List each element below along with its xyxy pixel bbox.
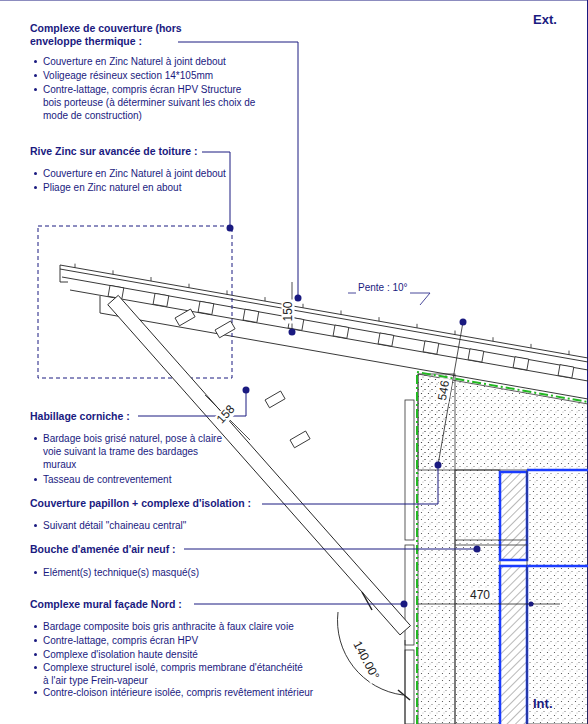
bullet xyxy=(34,625,37,628)
bullet xyxy=(34,691,37,694)
standing-seam xyxy=(265,297,266,301)
standing-seam xyxy=(531,344,532,348)
callout-item: Contre-cloison intérieure isolée, compri… xyxy=(43,686,363,699)
callout-item: Complexe d'isolation haute densité xyxy=(43,648,363,661)
counter-batten xyxy=(378,333,394,346)
callout-item: Bardage composite bois gris anthracite à… xyxy=(43,620,363,633)
standing-seam xyxy=(455,331,456,335)
callout-item: Suivant détail "chaineau central" xyxy=(43,519,303,532)
standing-seam xyxy=(493,337,494,341)
batten xyxy=(265,391,285,408)
bullet xyxy=(34,88,37,91)
callout-item: Contre-lattage, compris écran HPV Struct… xyxy=(43,83,258,122)
standing-seam xyxy=(303,304,304,308)
bullet xyxy=(34,437,37,440)
counter-batten xyxy=(423,341,439,354)
dimension: 158 xyxy=(213,401,239,427)
callout-item: Bardage bois grisé naturel, pose à clair… xyxy=(43,432,223,471)
side-label: Int. xyxy=(533,697,553,710)
standing-seam xyxy=(75,264,76,268)
batten xyxy=(215,321,235,338)
callout-heading: Complexe mural façade Nord : xyxy=(30,598,230,611)
bullet xyxy=(34,571,37,574)
counter-batten xyxy=(558,365,574,378)
slope-label: Pente : 10° xyxy=(356,281,410,294)
batten xyxy=(290,431,310,448)
bullet xyxy=(34,478,37,481)
counter-batten xyxy=(333,325,349,338)
dimension: 470 xyxy=(468,589,492,602)
callout-heading: Rive Zinc sur avancée de toiture : xyxy=(30,145,270,158)
counter-batten xyxy=(243,309,259,322)
callout-heading: Couverture papillon + complexe d'isolati… xyxy=(30,497,290,510)
standing-seam xyxy=(113,270,114,274)
bullet xyxy=(34,524,37,527)
batten xyxy=(175,309,195,326)
bullet xyxy=(34,653,37,656)
callout-heading: Complexe de couverture (hors enveloppe t… xyxy=(30,22,200,48)
bullet xyxy=(34,60,37,63)
callout-item: Pliage en Zinc naturel en about xyxy=(43,181,283,194)
side-label: Ext. xyxy=(533,13,557,26)
counter-batten xyxy=(198,301,214,314)
callout-heading: Bouche d'amenée d'air neuf : xyxy=(30,543,230,556)
callout-item: Elément(s) technique(s) masqué(s) xyxy=(43,566,303,579)
bullet xyxy=(34,74,37,77)
counter-batten xyxy=(513,357,529,370)
standing-seam xyxy=(227,290,228,294)
callout-item: Complexe structurel isolé, compris membr… xyxy=(43,661,305,687)
callout-item: Contre-lattage, compris écran HPV xyxy=(43,634,363,647)
standing-seam xyxy=(417,324,418,328)
bullet xyxy=(34,666,37,669)
standing-seam xyxy=(151,277,152,281)
standing-seam xyxy=(189,284,190,288)
counter-batten xyxy=(153,293,169,306)
bullet xyxy=(34,172,37,175)
callout-heading: Habillage corniche : xyxy=(30,410,180,423)
counter-batten xyxy=(468,349,484,362)
angle-dimension: 140.00° xyxy=(350,637,383,683)
callout-item: Couverture en Zinc Naturel à joint debou… xyxy=(43,55,283,68)
counter-batten xyxy=(108,285,124,298)
bullet xyxy=(34,639,37,642)
standing-seam xyxy=(569,351,570,355)
standing-seam xyxy=(341,310,342,314)
standing-seam xyxy=(379,317,380,321)
dimension: 150 xyxy=(282,299,295,323)
callout-item: Tasseau de contreventement xyxy=(43,473,243,486)
callout-item: Voligeage résineux section 14*105mm xyxy=(43,69,283,82)
bullet xyxy=(34,186,37,189)
callout-item: Couverture en Zinc Naturel à joint debou… xyxy=(43,167,283,180)
